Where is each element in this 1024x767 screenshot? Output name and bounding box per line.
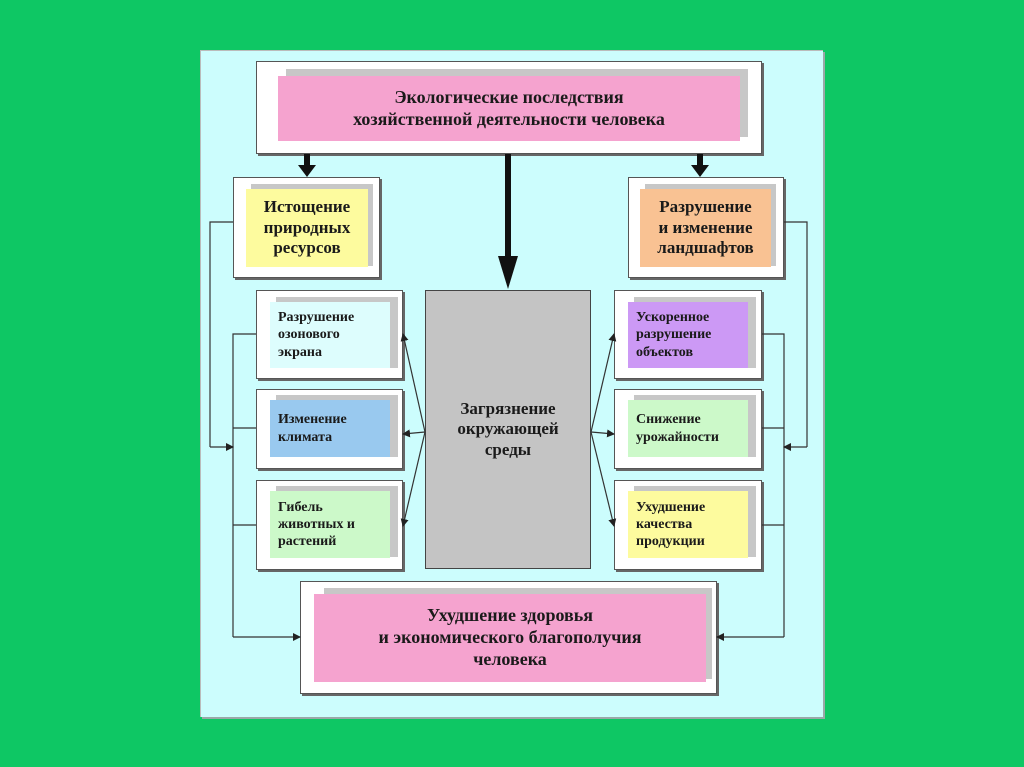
- left-top-box: Истощение природных ресурсов: [246, 189, 368, 267]
- right-item-yield: Снижение урожайности: [628, 400, 748, 457]
- title-box: Экологические последствия хозяйственной …: [278, 76, 740, 141]
- left-item-climate: Изменение климата: [270, 400, 390, 457]
- left-item-wildlife: Гибель животных и растений: [270, 491, 390, 558]
- right-item-objects: Ускоренное разрушение объектов: [628, 302, 748, 368]
- bottom-box: Ухудшение здоровья и экономического благ…: [314, 594, 706, 682]
- right-item-quality: Ухудшение качества продукции: [628, 491, 748, 558]
- left-item-ozone: Разрушение озонового экрана: [270, 302, 390, 368]
- right-top-box: Разрушение и изменение ландшафтов: [640, 189, 771, 267]
- center-box: Загрязнение окружающей среды: [425, 290, 591, 569]
